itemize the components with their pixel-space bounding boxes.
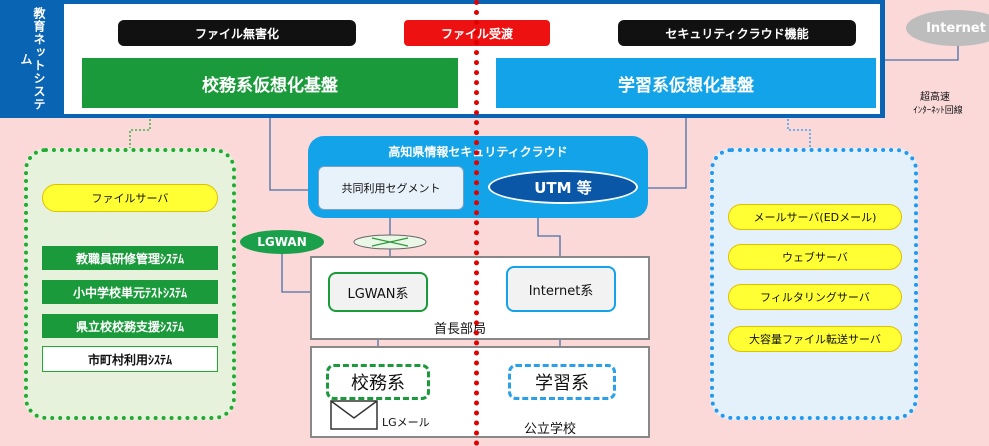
left-system-0: 教職員研修管理ｼｽﾃﾑ — [42, 246, 218, 270]
school-affairs-virtual-platform: 校務系仮想化基盤 — [82, 58, 458, 108]
education-net-label: 教育ネットシステム — [19, 7, 46, 111]
network-divider-line — [474, 0, 479, 446]
school-admin-node: 校務系 — [326, 364, 430, 400]
right-server-0: メールサーバ(EDメール) — [728, 204, 902, 230]
shared-segment-box: 共同利用セグメント — [318, 166, 464, 210]
security-cloud-function-pill: セキュリティクラウド機能 — [618, 20, 856, 46]
highspeed-label-1: 超高速 — [920, 91, 950, 103]
file-sanitize-pill: ファイル無害化 — [118, 20, 356, 46]
file-server-pill: ファイルサーバ — [42, 184, 218, 212]
left-system-1: 小中学校単元ﾃｽﾄｼｽﾃﾑ — [42, 280, 218, 304]
lgwan-node: LGWAN系 — [328, 272, 428, 312]
municipal-system-box: 市町村利用ｼｽﾃﾑ — [42, 346, 218, 372]
highspeed-label-2: ｲﾝﾀｰﾈｯﾄ回線 — [913, 105, 963, 116]
left-system-2: 県立校校務支援ｼｽﾃﾑ — [42, 314, 218, 338]
right-server-1: ウェブサーバ — [728, 244, 902, 270]
right-server-2: フィルタリングサーバ — [728, 284, 902, 310]
mail-label: LGメール — [382, 416, 430, 429]
school-label: 公立学校 — [523, 421, 576, 437]
utm-ellipse: UTM 等 — [488, 170, 638, 204]
learning-node: 学習系 — [508, 364, 616, 400]
learning-virtual-platform: 学習系仮想化基盤 — [496, 58, 876, 108]
lgwan-cloud: LGWAN — [240, 230, 324, 254]
internet-node: Internet系 — [506, 266, 616, 312]
mail-icon — [330, 400, 378, 430]
governor-label: 首長部局 — [433, 321, 486, 337]
right-server-3: 大容量ファイル転送サーバ — [728, 326, 902, 352]
internet-cloud: Internet — [906, 10, 989, 46]
